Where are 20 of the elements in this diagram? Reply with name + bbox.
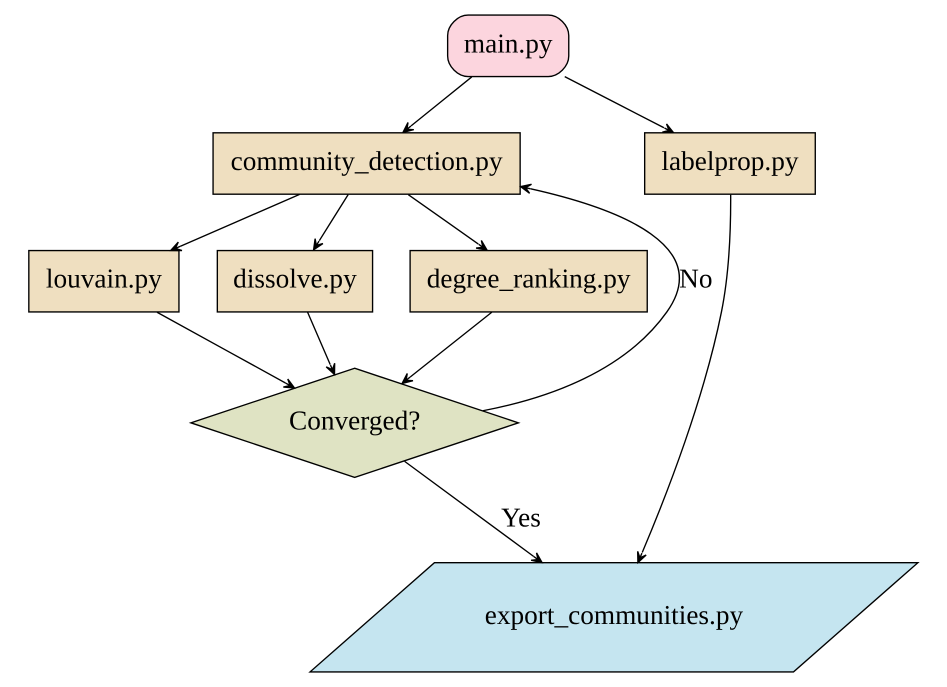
arrow — [564, 76, 674, 134]
arrow — [306, 312, 336, 376]
arrow — [404, 460, 543, 564]
node-box: main.py — [446, 14, 570, 78]
arrow — [170, 194, 300, 252]
arrow — [402, 76, 472, 134]
arrow — [408, 194, 488, 251]
arrow — [401, 312, 492, 384]
edge-label: Yes — [501, 502, 541, 533]
node-box: dissolve.py — [216, 250, 374, 313]
node-box: louvain.py — [28, 250, 180, 313]
arrow — [312, 194, 349, 250]
node-box: community_detection.py — [212, 132, 521, 195]
node-box: labelprop.py — [644, 132, 816, 195]
edge-label: No — [679, 264, 713, 294]
node-diamond: Converged? — [188, 368, 521, 478]
arrow — [156, 312, 296, 389]
node-box: degree_ranking.py — [409, 250, 648, 313]
arrow — [482, 184, 680, 412]
arrow — [637, 194, 732, 564]
